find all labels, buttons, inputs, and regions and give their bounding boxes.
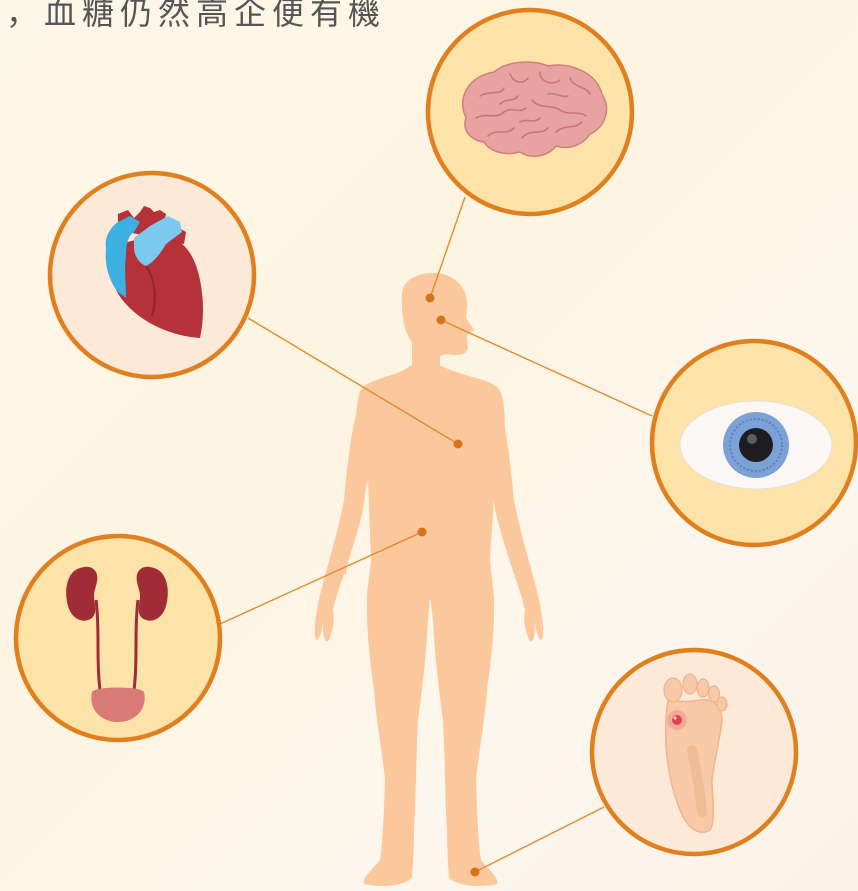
dot-eye (437, 316, 446, 325)
brain-circle (428, 10, 632, 214)
dot-heart (454, 440, 463, 449)
dot-brain (426, 294, 435, 303)
kidney-circle (16, 536, 220, 740)
dot-foot (471, 868, 480, 877)
eye-icon (680, 401, 832, 489)
eye-circle (652, 341, 856, 545)
dot-kidney (418, 528, 427, 537)
right-arm-shape (486, 395, 543, 641)
human-body-silhouette (315, 273, 543, 886)
left-arm-shape (315, 395, 372, 641)
right-leg-shape (430, 595, 497, 886)
left-leg-shape (364, 595, 430, 886)
connector-foot (475, 807, 604, 872)
foot-circle (592, 650, 796, 854)
heart-circle (50, 173, 254, 377)
